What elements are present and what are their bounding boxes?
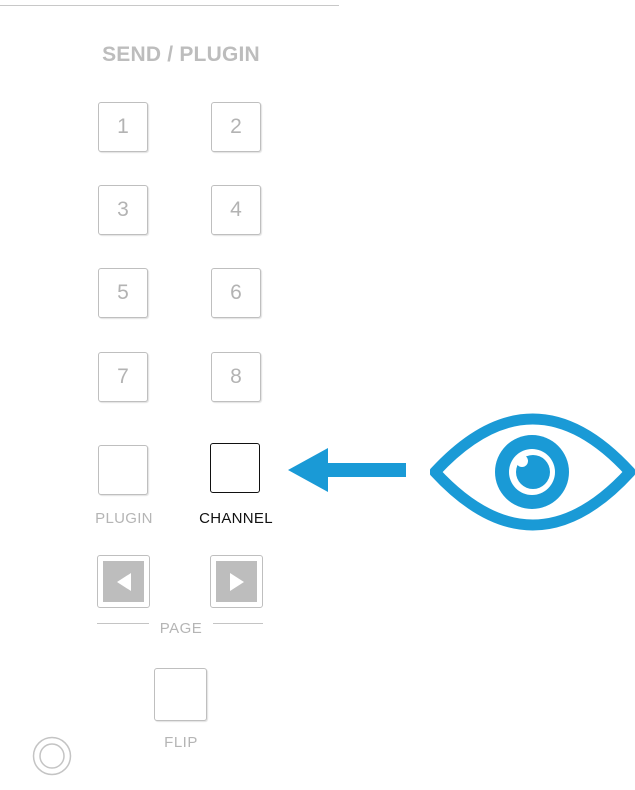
channel-button[interactable] bbox=[210, 443, 260, 493]
triangle-right-icon bbox=[229, 572, 244, 591]
pad-7[interactable]: 7 bbox=[98, 352, 148, 402]
page-line-right bbox=[213, 623, 263, 624]
plugin-button[interactable] bbox=[98, 445, 148, 495]
triangle-left-icon bbox=[116, 572, 131, 591]
pad-2[interactable]: 2 bbox=[211, 102, 261, 152]
page-label: PAGE bbox=[159, 620, 203, 637]
pad-5[interactable]: 5 bbox=[98, 268, 148, 318]
pad-1[interactable]: 1 bbox=[98, 102, 148, 152]
pad-3[interactable]: 3 bbox=[98, 185, 148, 235]
page-line-left bbox=[97, 623, 149, 624]
plugin-label: PLUGIN bbox=[95, 510, 153, 527]
knob[interactable] bbox=[32, 736, 72, 776]
pad-8[interactable]: 8 bbox=[211, 352, 261, 402]
pad-6[interactable]: 6 bbox=[211, 268, 261, 318]
pad-4[interactable]: 4 bbox=[211, 185, 261, 235]
top-divider bbox=[0, 5, 339, 6]
page-next-button[interactable] bbox=[210, 555, 263, 608]
arrow-left-icon bbox=[288, 448, 406, 492]
page-prev-button[interactable] bbox=[97, 555, 150, 608]
flip-button[interactable] bbox=[154, 668, 207, 721]
eye-icon bbox=[430, 413, 635, 531]
channel-label: CHANNEL bbox=[199, 510, 273, 527]
section-title: SEND / PLUGIN bbox=[102, 43, 260, 66]
flip-label: FLIP bbox=[164, 734, 198, 751]
